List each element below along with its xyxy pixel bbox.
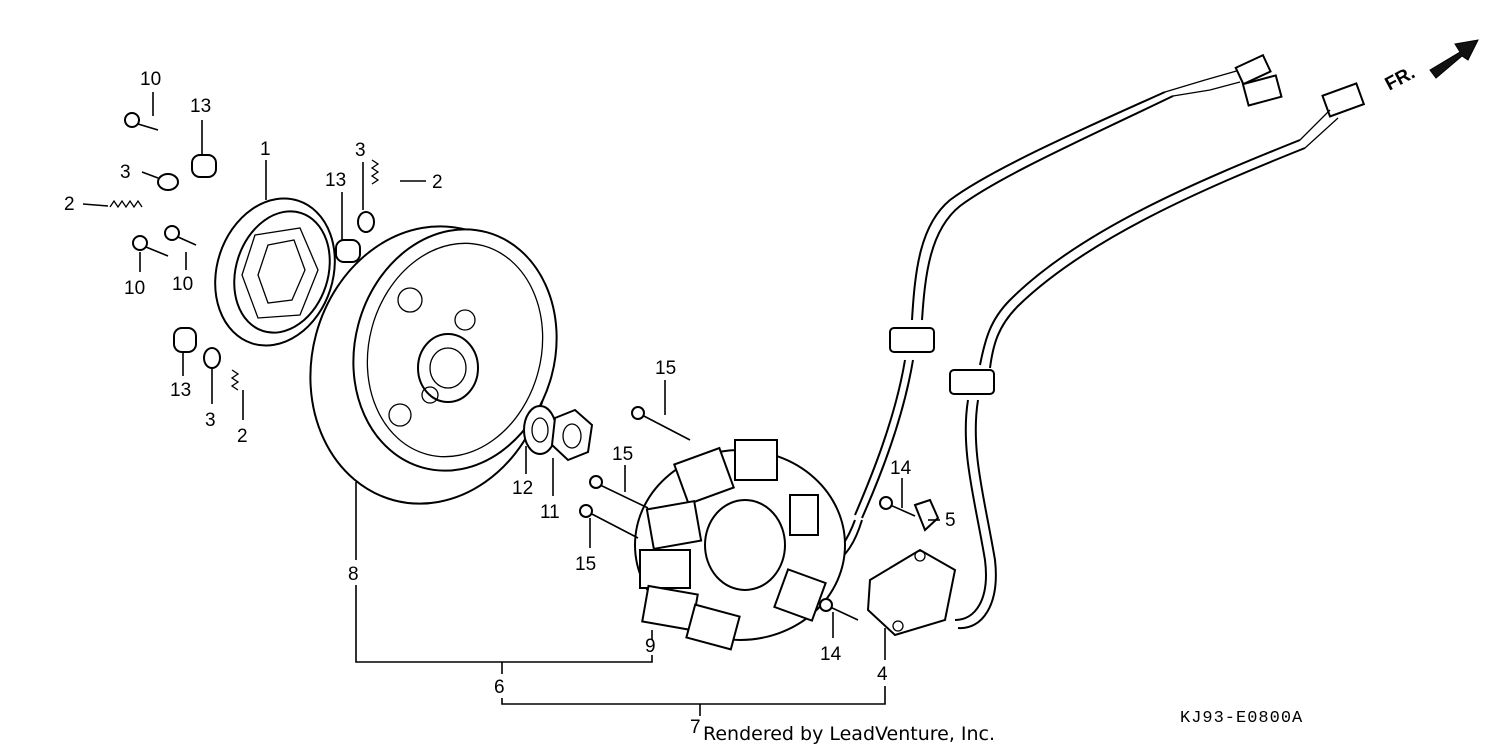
callout-3: 3	[205, 410, 216, 431]
callout-14: 14	[890, 458, 912, 479]
callout-15: 15	[575, 554, 596, 575]
callout-10: 10	[124, 278, 145, 299]
callout-1: 1	[260, 139, 271, 160]
leader-lines	[82, 92, 940, 716]
callout-13: 13	[170, 380, 191, 401]
flywheel	[309, 225, 558, 505]
callouts: 10 13 1 3 2 10 10 3 13 2 13 3 2 15 15 15…	[64, 69, 956, 738]
stator	[634, 439, 846, 651]
callout-2: 2	[64, 194, 75, 215]
wiring-harness	[794, 53, 1366, 630]
callout-4: 4	[877, 664, 888, 685]
stator-bolts	[579, 406, 691, 539]
callout-10: 10	[140, 69, 161, 90]
callout-2: 2	[432, 172, 443, 193]
starter-clutch	[214, 197, 336, 347]
callout-8: 8	[348, 564, 359, 585]
callout-13: 13	[190, 96, 211, 117]
callout-7: 7	[690, 717, 701, 738]
callout-10: 10	[172, 274, 193, 295]
pulser-generator	[866, 498, 957, 637]
callout-2: 2	[237, 426, 248, 447]
front-arrow-icon	[1429, 39, 1479, 79]
callout-3: 3	[120, 162, 131, 183]
clutch-hardware	[109, 112, 380, 391]
callout-6: 6	[494, 677, 505, 698]
pulser-screws	[819, 496, 916, 621]
callout-12: 12	[512, 478, 533, 499]
credit-text: Rendered by LeadVenture, Inc.	[703, 723, 995, 745]
callout-11: 11	[540, 502, 560, 523]
callout-14: 14	[820, 644, 842, 665]
callout-13: 13	[325, 170, 346, 191]
callout-5: 5	[945, 510, 956, 531]
callout-15: 15	[655, 358, 676, 379]
callout-9: 9	[645, 636, 656, 657]
callout-3: 3	[355, 140, 366, 161]
washer-and-nut	[523, 405, 594, 462]
front-arrow: FR.	[1382, 39, 1479, 95]
diagram-code: KJ93-E0800A	[1180, 709, 1303, 728]
callout-15: 15	[612, 444, 633, 465]
front-label: FR.	[1382, 62, 1419, 95]
